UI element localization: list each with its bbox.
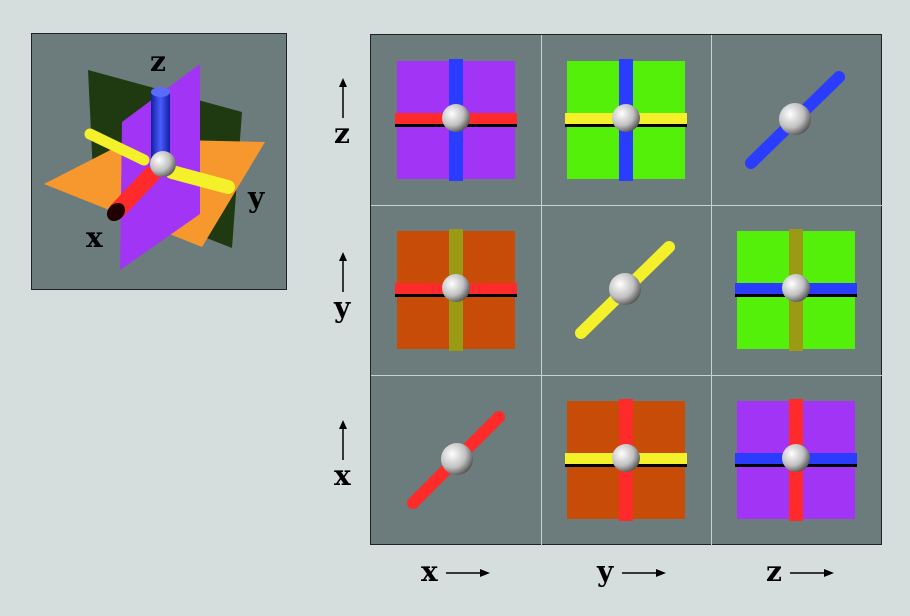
row-label-1: z (334, 117, 350, 150)
center-ball (441, 443, 473, 475)
center-ball (609, 273, 641, 305)
center-ball (779, 103, 811, 135)
grid-divider-v1 (541, 35, 542, 546)
z-rod (151, 92, 170, 164)
center-ball (150, 151, 176, 177)
col-label-1: x (421, 555, 438, 588)
center-ball (612, 104, 640, 132)
cell-y-x (371, 205, 541, 375)
preview-y-label: y (248, 181, 265, 214)
right-arrow-icon (790, 569, 834, 577)
cell-z-z (711, 35, 881, 205)
row-label-2: y (334, 291, 351, 324)
center-ball (442, 104, 470, 132)
center-ball (782, 274, 810, 302)
up-arrow-icon (339, 420, 347, 460)
cell-x-x (371, 375, 541, 545)
grid-divider-h1 (371, 205, 883, 206)
col-label-2: y (597, 555, 614, 588)
preview-z-label: z (150, 45, 166, 78)
right-arrow-icon (446, 569, 490, 577)
axes-3d-illustration (44, 64, 265, 270)
cell-z-y (541, 35, 711, 205)
center-ball (442, 274, 470, 302)
cell-y-z (711, 205, 881, 375)
up-arrow-icon (339, 252, 347, 292)
center-ball (782, 444, 810, 472)
preview-x-label: x (86, 221, 103, 254)
center-ball (612, 444, 640, 472)
axes-preview-panel: z y x (31, 33, 287, 290)
x-rod-cap (106, 202, 126, 222)
y-rod-back (84, 128, 150, 166)
cell-z-x (371, 35, 541, 205)
z-rod-cap (151, 87, 170, 97)
cell-x-z (711, 375, 881, 545)
cell-x-y (541, 375, 711, 545)
up-arrow-icon (339, 78, 347, 118)
col-label-3: z (766, 555, 782, 588)
y-rod-front (165, 165, 235, 194)
grid-divider-h2 (371, 375, 883, 376)
projection-grid (370, 34, 883, 546)
cell-y-y (541, 205, 711, 375)
grid-divider-v2 (711, 35, 712, 546)
row-label-3: x (334, 459, 351, 492)
right-arrow-icon (622, 569, 666, 577)
